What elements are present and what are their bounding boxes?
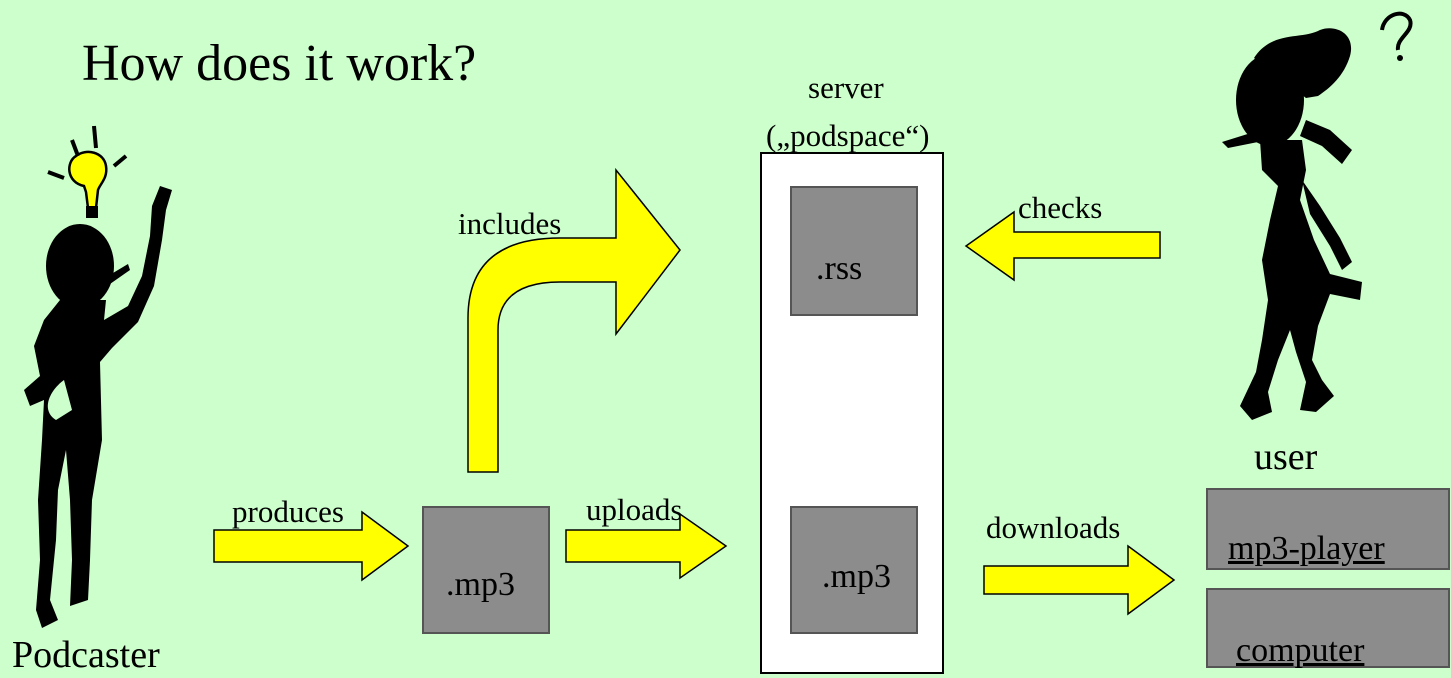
podcaster-mp3-file: .mp3 xyxy=(422,506,550,634)
podcaster-figure-icon xyxy=(24,186,172,628)
server-rss-label: .rss xyxy=(816,250,863,287)
uploads-label: uploads xyxy=(586,492,683,527)
mp3-player-device: mp3-player xyxy=(1206,488,1450,570)
mp3-player-label: mp3-player xyxy=(1228,530,1385,567)
podcaster-label: Podcaster xyxy=(12,634,160,676)
computer-device: computer xyxy=(1206,588,1450,668)
downloads-label: downloads xyxy=(986,510,1121,545)
server-rss-file: .rss xyxy=(790,186,918,316)
lightbulb-icon xyxy=(47,125,128,218)
checks-arrow xyxy=(964,210,1161,282)
server-label: server xyxy=(808,70,884,105)
produces-label: produces xyxy=(232,494,344,529)
computer-label: computer xyxy=(1236,632,1365,669)
podcaster-mp3-label: .mp3 xyxy=(446,566,515,603)
server-mp3-file: .mp3 xyxy=(790,506,918,634)
page-title: How does it work? xyxy=(82,35,477,92)
user-label: user xyxy=(1254,436,1318,478)
server-panel: .rss .mp3 xyxy=(760,152,944,674)
produces-arrow xyxy=(213,510,410,582)
question-mark-icon xyxy=(1380,11,1413,61)
server-sublabel: („podspace“) xyxy=(766,118,930,153)
checks-label: checks xyxy=(1018,190,1103,225)
server-mp3-label: .mp3 xyxy=(822,558,891,595)
uploads-arrow xyxy=(565,512,728,580)
includes-label: includes xyxy=(458,206,562,241)
downloads-arrow xyxy=(983,544,1176,616)
thinking-user-figure-icon xyxy=(1222,28,1362,420)
includes-arrow xyxy=(467,167,681,473)
